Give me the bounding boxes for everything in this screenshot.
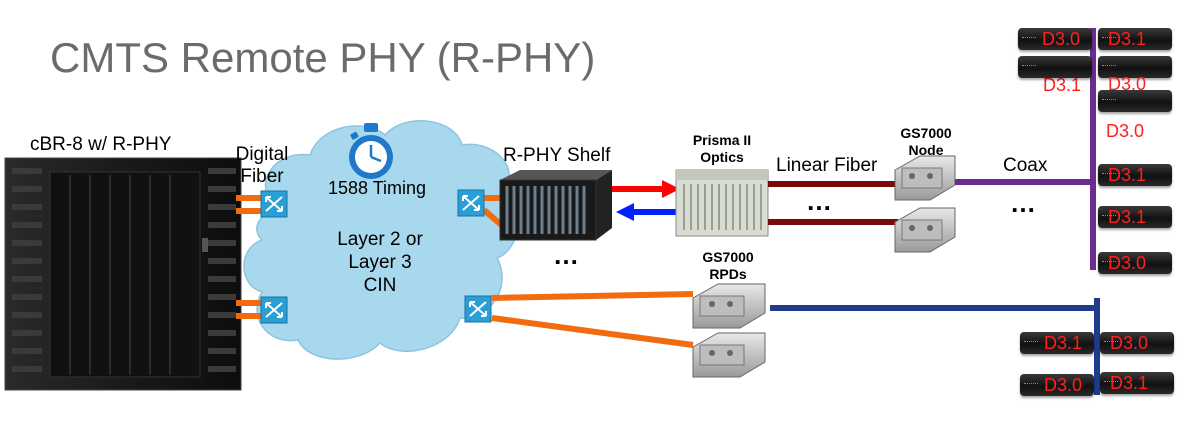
cin-cloud (243, 120, 520, 360)
cable-modem: D3.0 (1098, 252, 1172, 274)
modem-label: D3.0 (1042, 29, 1081, 49)
digital-fiber-line-1: Digital (235, 144, 289, 165)
digital-fiber-line-2: Fiber (240, 166, 284, 187)
cable-modem (1098, 56, 1172, 78)
prisma-chassis (675, 169, 769, 237)
coax-purple (955, 28, 1096, 270)
cmts-label: cBR-8 w/ R-PHY (30, 134, 172, 155)
node-line-1: GS7000 (900, 125, 952, 141)
modem-label: D3.1 (1043, 75, 1082, 95)
modem-label: D3.0 (1106, 121, 1145, 141)
cable-modem: D3.0 (1018, 28, 1092, 50)
linear-fiber-label: Linear Fiber (776, 155, 878, 176)
modem-label: D3.0 (1108, 74, 1147, 94)
timing-label: 1588 Timing (328, 178, 427, 198)
modem-label: D3.1 (1108, 29, 1147, 49)
coax-blue (770, 298, 1100, 395)
rpd-line-1: GS7000 (702, 249, 754, 265)
stopwatch-icon (349, 123, 393, 179)
cable-modem: D3.1 (1100, 372, 1174, 394)
cin-line-2: Layer 3 (348, 252, 412, 273)
prisma-label: Prisma II Optics (676, 132, 768, 166)
cin-line-3: CIN (363, 275, 397, 296)
prisma-line-2: Optics (700, 149, 744, 165)
modem-label: D3.1 (1108, 207, 1147, 227)
modem-label: D3.1 (1110, 373, 1149, 393)
prisma-line-1: Prisma II (692, 132, 752, 148)
modem-label: D3.0 (1108, 253, 1147, 273)
diagram-title: CMTS Remote PHY (R-PHY) (50, 34, 596, 81)
cable-modem (1098, 90, 1172, 112)
cin-label: Layer 2 or Layer 3 CIN (300, 228, 460, 297)
rpd-label: GS7000 RPDs (692, 249, 764, 283)
gs7000-rpd (692, 283, 766, 329)
shelf-ellipsis: … (553, 240, 581, 270)
coax-label: Coax (1003, 155, 1048, 176)
gs7000-rpd (692, 332, 766, 378)
cable-modem: D3.1 (1020, 332, 1094, 354)
switch-icon (464, 295, 492, 323)
node-label: GS7000 Node (890, 125, 962, 159)
cable-modem: D3.0 (1100, 332, 1174, 354)
cable-modem: D3.1 (1098, 28, 1172, 50)
switch-icon (457, 189, 485, 217)
cbr8-chassis (4, 157, 242, 391)
cin-line-1: Layer 2 or (337, 229, 423, 250)
rphy-shelf (499, 170, 612, 241)
switch-icon (260, 296, 288, 324)
rphy-shelf-label: R-PHY Shelf (503, 145, 611, 166)
node-line-2: Node (908, 142, 944, 158)
cable-modem: D3.0 (1020, 374, 1094, 396)
shelf-optics-arrows (612, 180, 680, 221)
linear-fiber-links (768, 181, 898, 225)
rpd-line-2: RPDs (709, 266, 747, 282)
modem-label: D3.0 (1110, 333, 1149, 353)
cable-modem: D3.1 (1098, 206, 1172, 228)
gs7000-node (894, 155, 956, 201)
switch-icon (260, 190, 288, 218)
modem-label: D3.0 (1044, 375, 1083, 395)
linear-fiber-ellipsis: … (806, 186, 834, 216)
modem-label: D3.1 (1044, 333, 1083, 353)
gs7000-node (894, 207, 956, 253)
modem-label: D3.1 (1108, 165, 1147, 185)
cable-modem (1018, 56, 1092, 78)
digital-fiber-label: Digital Fiber (226, 144, 298, 188)
cable-modem: D3.1 (1098, 164, 1172, 186)
coax-ellipsis: … (1010, 188, 1038, 218)
